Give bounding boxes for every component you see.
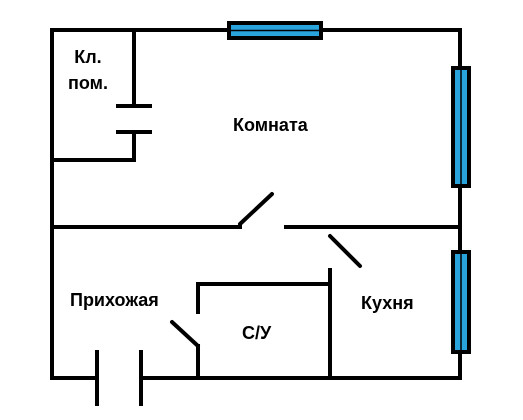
closet-label: Кл. пом. — [68, 47, 108, 93]
window-top — [227, 21, 323, 40]
kitchen-label: Кухня — [361, 293, 414, 313]
closet-walls — [50, 28, 152, 162]
middle-partition — [50, 192, 462, 268]
bathroom-door — [170, 320, 200, 348]
window-right-upper — [451, 66, 471, 188]
living-room-label: Комната — [233, 115, 308, 135]
bathroom-label: С/У — [242, 323, 272, 343]
hallway-label: Прихожая — [70, 290, 159, 310]
kitchen-door — [328, 234, 362, 268]
bathroom-walls — [170, 268, 332, 380]
living-room-door — [238, 192, 274, 226]
window-right-lower — [451, 250, 471, 354]
entrance-door — [95, 350, 143, 406]
outer-walls — [50, 28, 462, 380]
